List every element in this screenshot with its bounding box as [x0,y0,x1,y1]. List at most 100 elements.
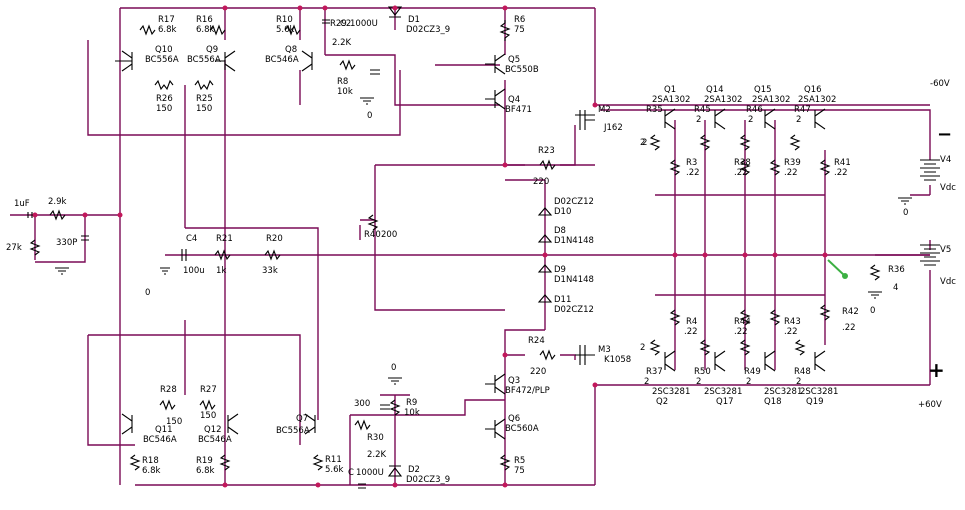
label-r8v: 10k [337,87,353,97]
label-r48v: 2 [796,377,801,387]
label-d9v: D1N4148 [554,275,594,285]
label-q8v: BC546A [265,55,299,65]
label-q6v: BC560A [505,424,539,434]
label-q15: Q15 [754,85,772,95]
label-r17: R17 [158,15,175,25]
label-r26: R26 [156,94,173,104]
label-r37v: 2 [644,377,649,387]
label-r42: R42 [842,307,859,317]
label-r44v: .22 [734,327,748,337]
label-r39v: .22 [784,168,798,178]
label-q15v: 2SA1302 [752,95,790,105]
label-q1: Q1 [664,85,676,95]
label-r11v: 5.6k [325,465,344,475]
label-r6v: 75 [514,25,525,35]
label-r4: R4 [686,317,697,327]
label-q7: Q7 [296,414,308,424]
label-r9v: 10k [404,408,420,418]
label-r18v: 6.8k [142,466,161,476]
label-r41v: .22 [834,168,848,178]
input-cap-label: 1uF [14,199,30,209]
label-q19: Q19 [806,397,824,407]
label-d9: D9 [554,265,566,275]
label-q3v: BF472/PLP [505,386,550,396]
c4-value: 100u [183,266,205,276]
label-r49v: 2 [746,377,751,387]
label-q14: Q14 [706,85,724,95]
label-q5v: BC550B [505,65,539,75]
label-m2v: J162 [603,123,623,133]
label-c2: C2 [340,19,351,29]
label-r28: R28 [160,385,177,395]
label-r39: R39 [784,158,801,168]
label-r46v: 2 [748,115,753,125]
label-q4v: BF471 [505,105,532,115]
label-r18: R18 [142,456,159,466]
r20-value: 33k [262,266,278,276]
plus-sign: + [928,358,945,382]
label-r43: R43 [784,317,801,327]
label-r24v: 220 [530,367,546,377]
label-m2: M2 [598,105,611,115]
label-m3: M3 [598,345,611,355]
minus-sign: − [937,124,952,145]
label-r47: R47 [794,105,811,115]
label-c2v: 1000U [350,19,378,29]
label-q18: Q18 [764,397,782,407]
label-d11v: D02CZ12 [554,305,594,315]
label-r16: R16 [196,15,213,25]
label-r38: R38 [734,158,751,168]
label-r37: R37 [646,367,663,377]
label-q3: Q3 [508,376,520,386]
label-d8: D8 [554,226,566,236]
pos-rail-label: +60V [918,400,942,410]
label-v4: V4 [940,155,951,165]
label-gndr36: 0 [870,306,875,316]
feedback-gnd-label: 0 [145,288,150,298]
label-q9v: BC556A [187,55,221,65]
label-r10: R10 [276,15,293,25]
input-shunt-res-label: 27k [6,243,22,253]
label-d2: D2 [408,465,420,475]
label-q5: Q5 [508,55,520,65]
label-q19v: 2SC3281 [800,387,838,397]
label-c1: C [348,468,354,478]
label-v5v: Vdc [940,277,956,287]
label-r48: R48 [794,367,811,377]
label-r42v: .22 [842,323,856,333]
label-d11: D11 [554,295,571,305]
label-q11: Q11 [155,425,173,435]
label-q6: Q6 [508,414,520,424]
label-r25v: 150 [196,104,212,114]
input-shunt-cap-label: 330P [56,238,77,248]
label-v5: V5 [940,245,951,255]
label-q2v: 2SC3281 [652,387,690,397]
label-d10: D10 [554,207,571,217]
label-r8: R8 [337,77,348,87]
wires [10,7,931,486]
junction-nodes [32,5,828,488]
label-r27v: 150 [200,411,216,421]
label-q17v: 2SC3281 [704,387,742,397]
label-r3: R3 [686,158,697,168]
components [27,6,940,489]
label-r27: R27 [200,385,217,395]
r21-label: R21 [216,234,233,244]
label-r4v: .22 [684,327,698,337]
label-r29: R29 [330,19,347,29]
r21-value: 1k [216,266,226,276]
label-q10: Q10 [155,45,173,55]
label-q14v: 2SA1302 [704,95,742,105]
label-r24: R24 [528,336,545,346]
label-r36v: 4 [893,283,898,293]
label-m3v: K1058 [604,355,631,365]
label-q16: Q16 [804,85,822,95]
label-gnd9: 0 [391,363,396,373]
label-q17: Q17 [716,397,734,407]
label-r44: R44 [734,317,751,327]
neg-rail-label: -60V [930,79,950,89]
label-d1v: D02CZ3_9 [406,25,450,35]
label-r10v: 5.6k [276,25,295,35]
label-r16v: 6.8k [196,25,215,35]
